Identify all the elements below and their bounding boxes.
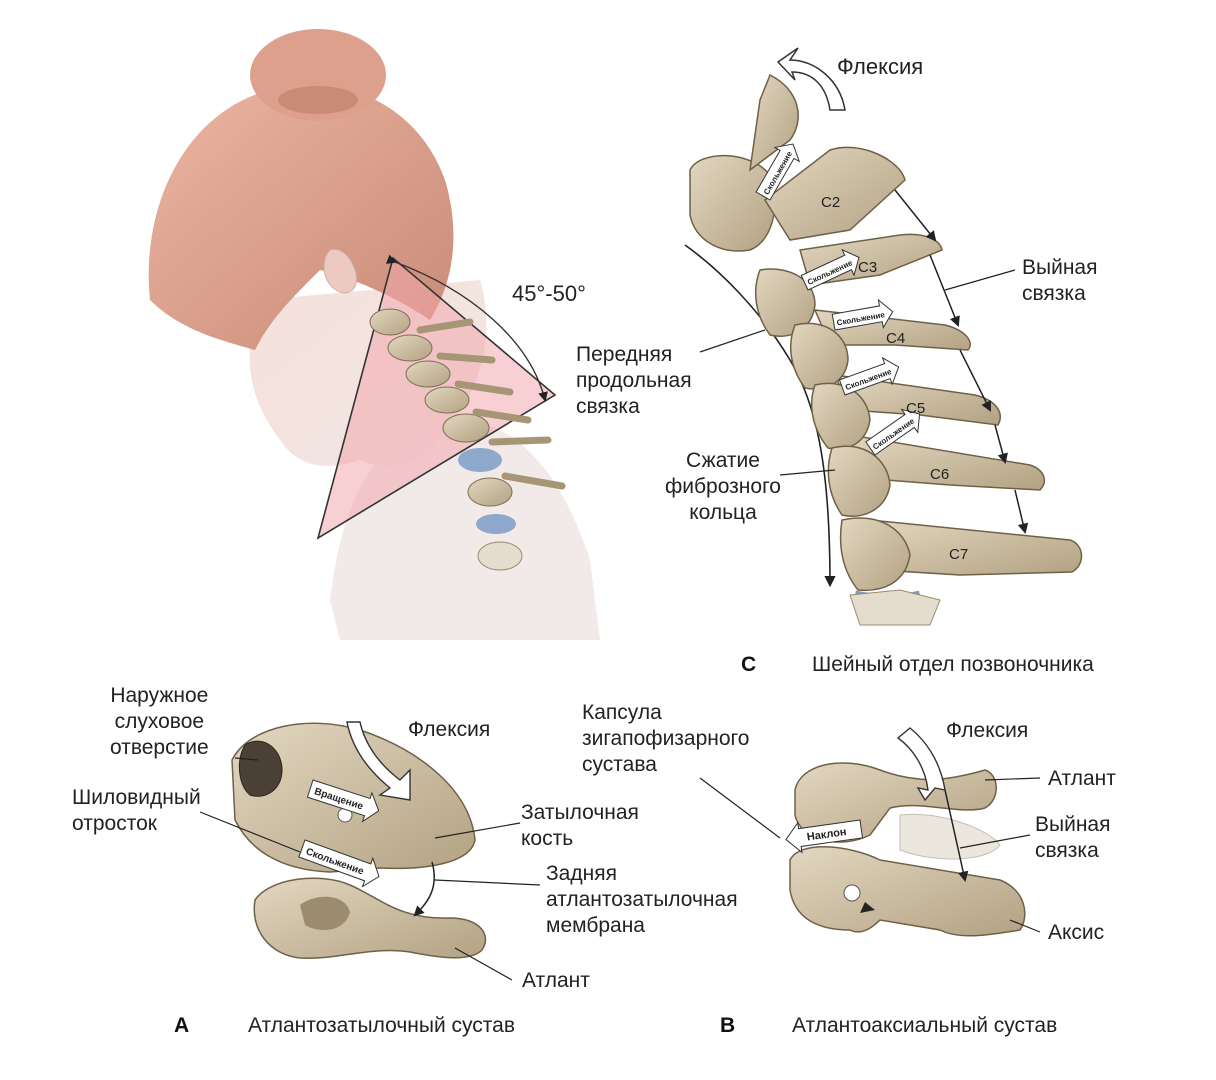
occipital-bone-label: Затылочная кость: [521, 801, 639, 850]
flexion-label-c: Флексия: [837, 54, 924, 79]
ear-canal-label: Наружное слуховое отверстие: [110, 684, 209, 759]
neck-spine: [369, 308, 566, 571]
nuchal-ligament-label-b: Выйная связка: [1035, 813, 1111, 862]
vertebra-label-c5: C5: [906, 400, 926, 417]
vertebra-label-c2: C2: [821, 194, 841, 211]
posterior-membrane-label: Задняя атлантозатылочная мембрана: [546, 862, 738, 937]
head-illustration: [148, 29, 600, 640]
panel-letter-c: C: [741, 653, 757, 676]
atlanto-occipital-illustration: Вращение Скольжение: [199, 721, 541, 981]
atlas-label-a: Атлант: [522, 969, 590, 992]
nuchal-ligament-label-c: Выйная связка: [1022, 256, 1098, 305]
annulus-compression-label: Сжатие фиброзного кольца: [665, 449, 781, 524]
vertebra-label-c6: C6: [930, 466, 950, 483]
glide-arrow-c-3: Скольжение: [831, 298, 894, 331]
vertebra-label-c7: C7: [949, 546, 969, 563]
atlanto-axial-illustration: Наклон: [699, 727, 1041, 937]
capsule-label: Капсула зигапофизарного сустава: [582, 701, 750, 776]
vertebra-label-c4: C4: [886, 330, 906, 347]
panel-caption-c: Шейный отдел позвоночника: [812, 653, 1094, 676]
cervical-spine-illustration: [684, 47, 1083, 626]
vertebra-label-c3: C3: [858, 259, 878, 276]
atlas-label-b: Атлант: [1048, 767, 1116, 790]
panel-letter-a: A: [174, 1014, 190, 1037]
angle-label: 45°-50°: [512, 281, 586, 306]
panel-caption-a: Атлантозатылочный сустав: [248, 1014, 516, 1037]
panel-caption-b: Атлантоаксиальный сустав: [792, 1014, 1058, 1037]
styloid-label: Шиловидный отросток: [72, 786, 201, 835]
axis-label: Аксис: [1048, 921, 1105, 944]
panel-letter-b: B: [720, 1014, 736, 1037]
flexion-label-a: Флексия: [408, 718, 491, 741]
tilt-arrow-label: Наклон: [806, 826, 847, 843]
flexion-label-b: Флексия: [946, 719, 1029, 742]
anterior-ligament-label: Передняя продольная связка: [576, 343, 692, 418]
